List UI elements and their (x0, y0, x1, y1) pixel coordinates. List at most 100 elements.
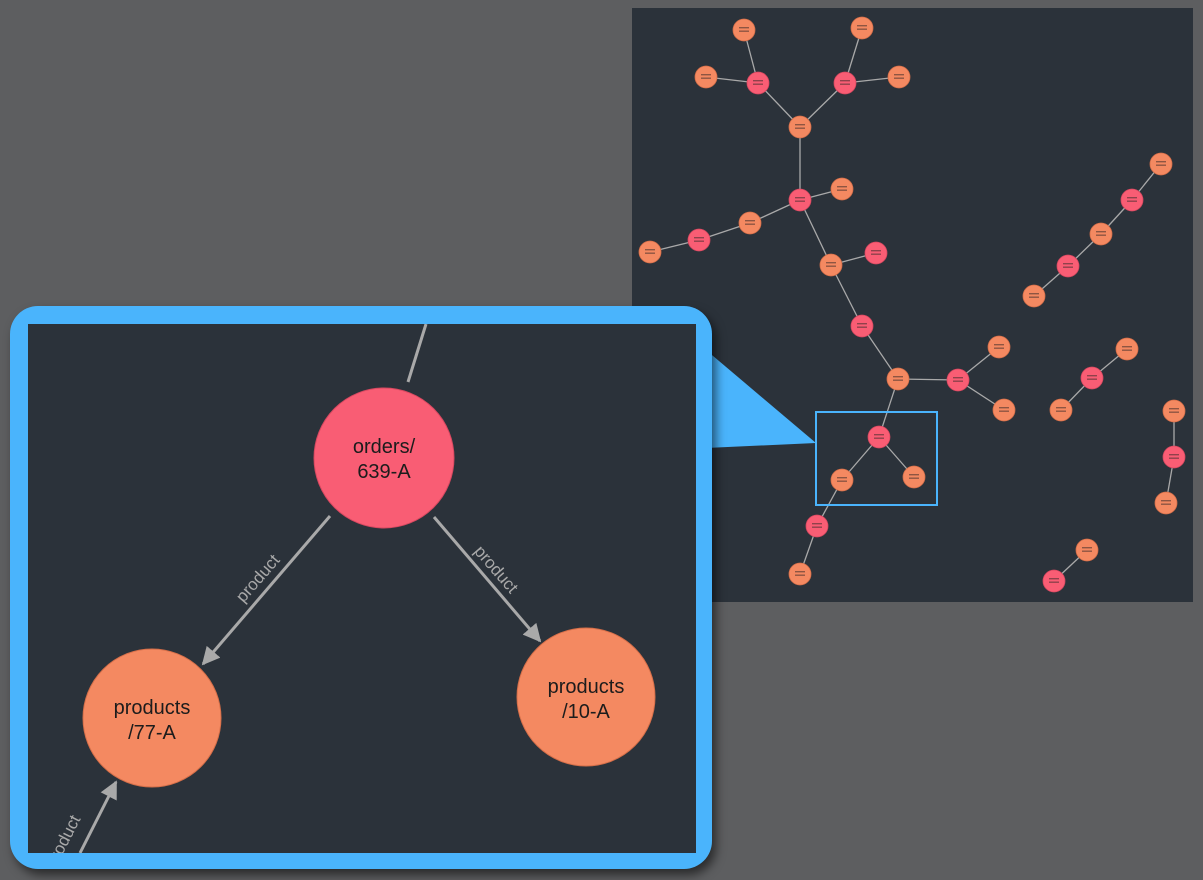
graph-node-label-mark (694, 240, 704, 242)
graph-node-order[interactable] (864, 241, 888, 265)
graph-node-label-mark (1029, 293, 1039, 295)
graph-edge[interactable] (830, 264, 863, 327)
graph-node-label-mark (874, 437, 884, 439)
graph-node-label-mark (694, 237, 704, 239)
graph-node-label-mark (909, 477, 919, 479)
graph-node-label-mark (1063, 263, 1073, 265)
graph-node-product[interactable] (887, 65, 911, 89)
graph-node-product[interactable] (830, 468, 854, 492)
graph-node-product[interactable] (1149, 152, 1173, 176)
edge-bottom-to-product-left[interactable] (78, 780, 118, 853)
graph-node-product[interactable] (788, 115, 812, 139)
graph-node-order[interactable] (746, 71, 770, 95)
graph-node-order[interactable] (1120, 188, 1144, 212)
graph-nodes[interactable] (638, 16, 1186, 593)
graph-node-label-mark (795, 574, 805, 576)
graph-node-label-mark (857, 323, 867, 325)
edge-order-to-product-right[interactable] (432, 516, 542, 643)
graph-node-label-mark (894, 77, 904, 79)
graph-node-label-mark (1156, 164, 1166, 166)
graph-node-product[interactable] (902, 465, 926, 489)
graph-node-product[interactable] (1075, 538, 1099, 562)
graph-edges (649, 27, 1175, 582)
graph-node-product[interactable] (694, 65, 718, 89)
graph-overview-canvas[interactable] (632, 8, 1193, 602)
graph-node-label-mark (1056, 410, 1066, 412)
graph-node-label-mark (840, 80, 850, 82)
graph-node-product[interactable] (992, 398, 1016, 422)
graph-node-product[interactable] (732, 18, 756, 42)
graph-node-label-mark (837, 189, 847, 191)
graph-node-label-mark (826, 262, 836, 264)
graph-node-product[interactable] (1162, 399, 1186, 423)
graph-node-label-mark (1161, 500, 1171, 502)
graph-node-label-mark (999, 410, 1009, 412)
node-order-639-a[interactable]: orders/ 639-A (313, 387, 455, 529)
graph-edge[interactable] (799, 199, 832, 266)
graph-node-label-mark (1122, 346, 1132, 348)
graph-node-label-mark (893, 376, 903, 378)
graph-node-product[interactable] (638, 240, 662, 264)
graph-node-product[interactable] (850, 16, 874, 40)
zoom-selection-box[interactable] (815, 411, 938, 506)
graph-node-label-mark (837, 477, 847, 479)
graph-node-order[interactable] (1056, 254, 1080, 278)
graph-node-label-mark (1169, 408, 1179, 410)
graph-node-label-mark (840, 83, 850, 85)
graph-node-label-mark (795, 124, 805, 126)
graph-node-product[interactable] (987, 335, 1011, 359)
graph-node-label-mark (994, 347, 1004, 349)
graph-node-order[interactable] (833, 71, 857, 95)
graph-node-label-mark (753, 80, 763, 82)
graph-node-label-mark (871, 250, 881, 252)
graph-node-label-mark (745, 223, 755, 225)
graph-node-product[interactable] (1049, 398, 1073, 422)
graph-node-order[interactable] (1162, 445, 1186, 469)
edge-order-to-product-left[interactable] (201, 515, 332, 666)
graph-node-label-mark (1087, 378, 1097, 380)
zoom-detail-panel: product product product orders/ 639-A pr… (10, 306, 712, 869)
graph-node-product[interactable] (886, 367, 910, 391)
graph-node-label-mark (795, 571, 805, 573)
graph-node-label-mark (1063, 266, 1073, 268)
graph-node-label-mark (909, 474, 919, 476)
graph-node-label-mark (1096, 234, 1106, 236)
edge-incoming-top[interactable] (406, 324, 428, 383)
graph-node-label-mark (1049, 581, 1059, 583)
graph-node-order[interactable] (687, 228, 711, 252)
graph-node-label-mark (953, 380, 963, 382)
svg-text:/10-A: /10-A (562, 701, 610, 723)
graph-node-label-mark (837, 480, 847, 482)
graph-node-order[interactable] (867, 425, 891, 449)
graph-node-label-mark (795, 127, 805, 129)
graph-node-label-mark (645, 252, 655, 254)
graph-overview-panel[interactable] (632, 8, 1193, 602)
graph-node-label-mark (645, 249, 655, 251)
graph-node-product[interactable] (1022, 284, 1046, 308)
graph-node-product[interactable] (1089, 222, 1113, 246)
node-product-77-a[interactable]: products /77-A (82, 648, 222, 788)
graph-node-order[interactable] (805, 514, 829, 538)
node-product-10-a[interactable]: products /10-A (516, 627, 656, 767)
graph-node-product[interactable] (1154, 491, 1178, 515)
graph-node-order[interactable] (1042, 569, 1066, 593)
graph-node-product[interactable] (1115, 337, 1139, 361)
graph-node-label-mark (745, 220, 755, 222)
svg-text:639-A: 639-A (357, 461, 411, 483)
graph-node-product[interactable] (819, 253, 843, 277)
graph-node-product[interactable] (738, 211, 762, 235)
svg-text:orders/: orders/ (353, 436, 416, 458)
graph-node-label-mark (753, 83, 763, 85)
graph-node-label-mark (1096, 231, 1106, 233)
graph-node-product[interactable] (830, 177, 854, 201)
graph-node-order[interactable] (1080, 366, 1104, 390)
graph-node-order[interactable] (788, 188, 812, 212)
graph-node-order[interactable] (850, 314, 874, 338)
graph-node-label-mark (1156, 161, 1166, 163)
graph-node-order[interactable] (946, 368, 970, 392)
zoom-detail-canvas[interactable]: product product product orders/ 639-A pr… (28, 324, 696, 853)
graph-node-product[interactable] (788, 562, 812, 586)
graph-node-label-mark (701, 77, 711, 79)
graph-node-label-mark (795, 197, 805, 199)
graph-node-label-mark (871, 253, 881, 255)
